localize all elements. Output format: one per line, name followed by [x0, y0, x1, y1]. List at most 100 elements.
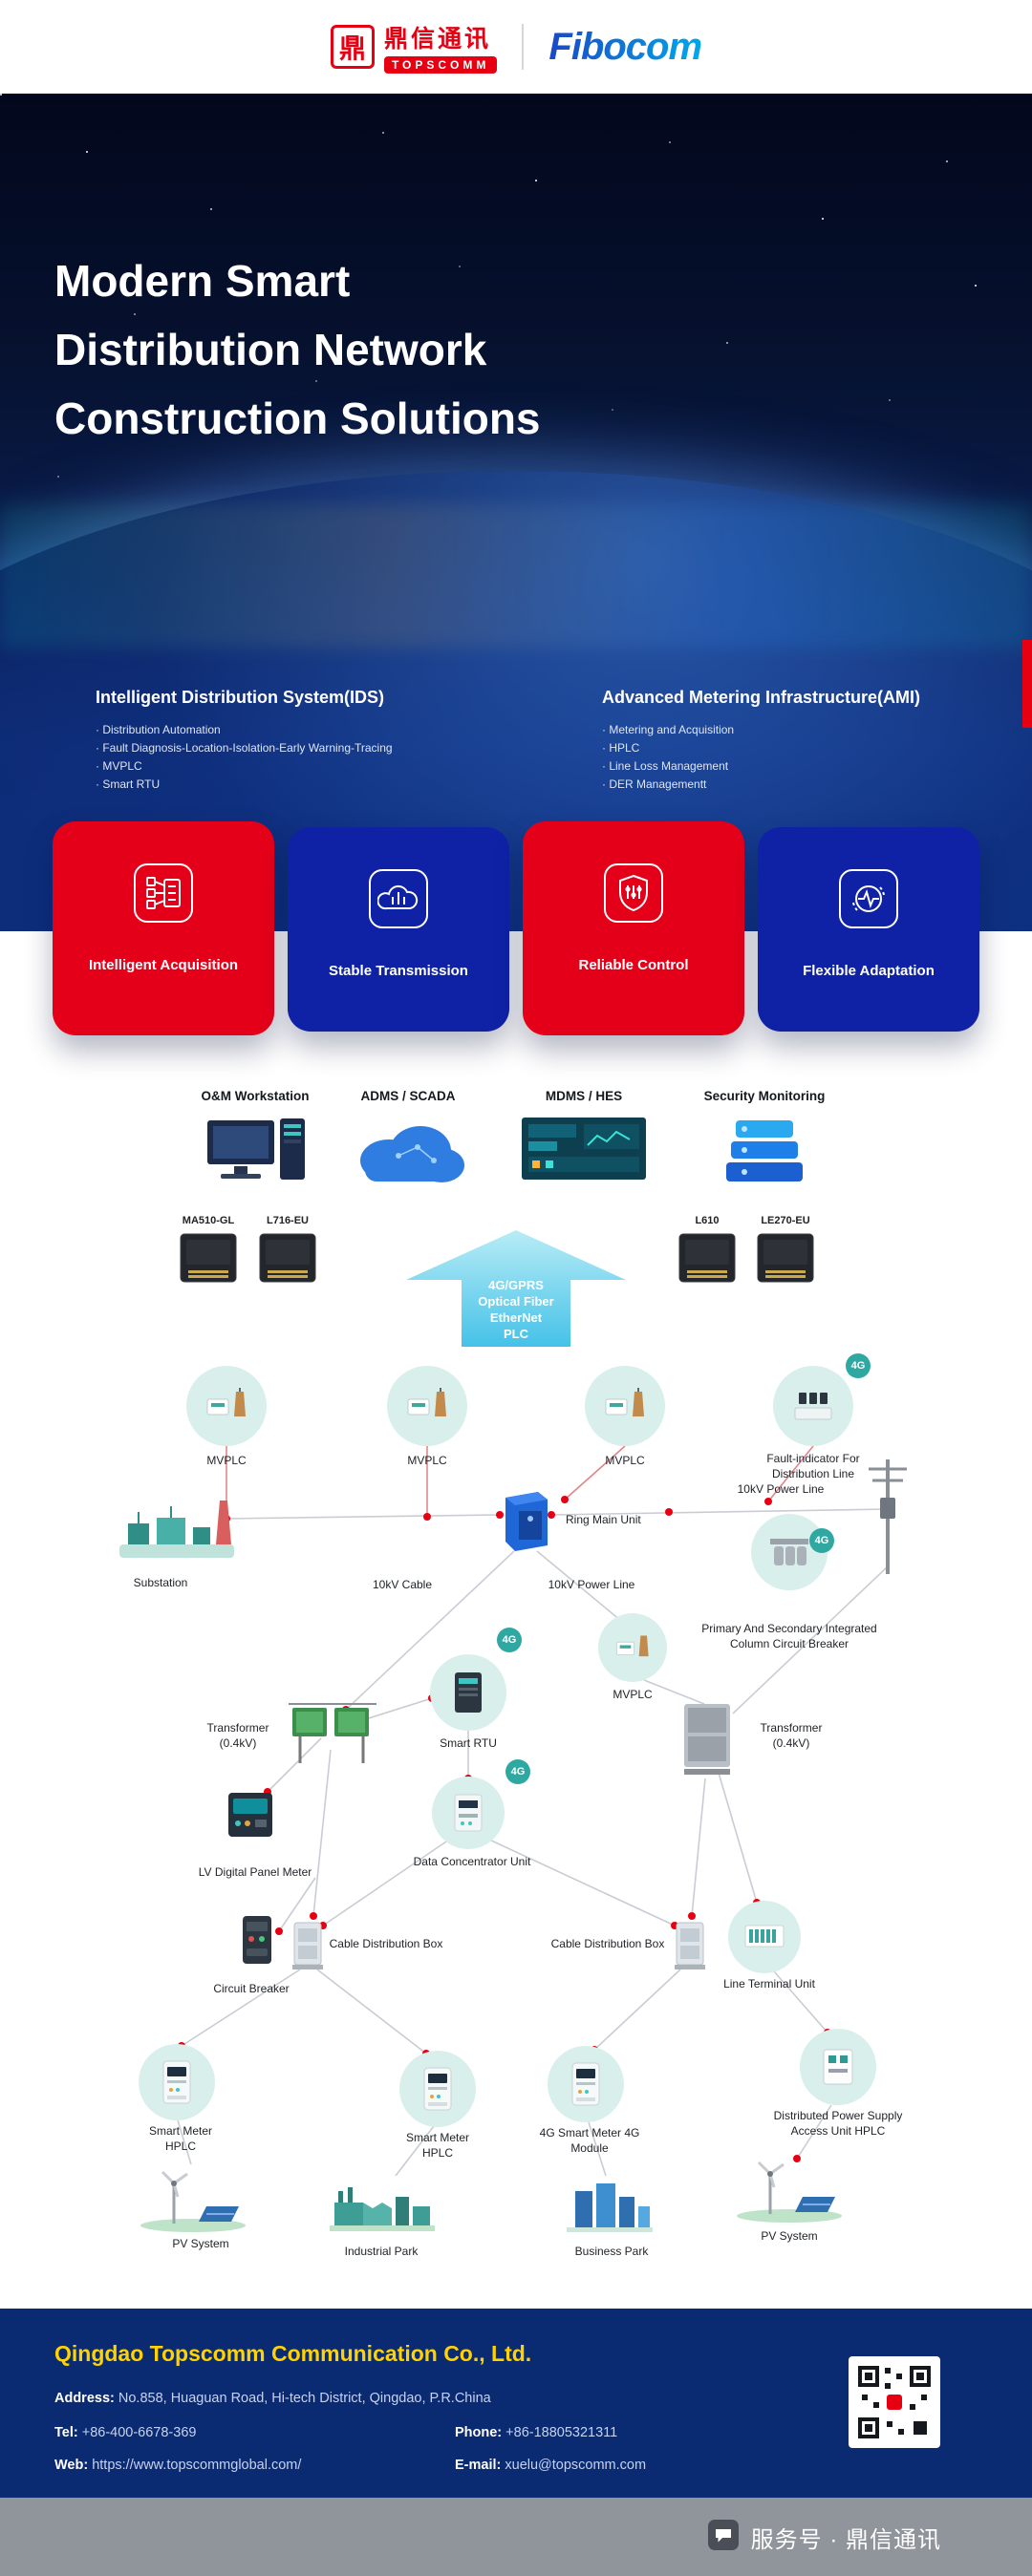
module-le270-eu: LE270-EU [756, 1215, 815, 1290]
control-icon [604, 863, 663, 923]
uplink-line-4: PLC [504, 1327, 529, 1341]
pv-system-label: PV System [761, 2229, 818, 2243]
ami-item: · Metering and Acquisition [602, 723, 735, 736]
topscomm-logo: 鼎 鼎信通讯 TOPSCOMM [330, 20, 498, 74]
chip-icon [258, 1230, 317, 1290]
starfield [0, 94, 2, 96]
mvplc-device-icon [585, 1366, 665, 1446]
web-label: Web: [54, 2458, 89, 2473]
cable-distribution-box-icon [671, 1919, 709, 1977]
transformer-label: Transformer (0.4kV) [760, 1721, 823, 1750]
ring-main-unit-label: Ring Main Unit [566, 1513, 641, 1526]
4g-badge: 4G [809, 1528, 834, 1553]
wechat-official-icon [707, 2519, 740, 2556]
transformer-left-icon [287, 1698, 378, 1774]
junction-dots [178, 1496, 892, 2162]
distributed-power-unit-icon [800, 2029, 876, 2105]
title-line-3: Construction Solutions [54, 394, 541, 443]
email-label: E-mail: [455, 2458, 502, 2473]
page-title: Modern Smart Distribution Network Constr… [54, 246, 541, 453]
distributed-power-unit-label: Distributed Power Supply Access Unit HPL… [773, 2109, 903, 2138]
transformer-right-icon [677, 1698, 738, 1783]
lv-panel-meter-label: LV Digital Panel Meter [198, 1865, 312, 1879]
tel-value: +86-400-6678-369 [81, 2425, 197, 2440]
module-name: LE270-EU [761, 1215, 810, 1226]
ids-feature-column: Intelligent Distribution System(IDS) · D… [96, 688, 554, 794]
system-label: MDMS / HES [545, 1089, 623, 1103]
mvplc-device-icon [387, 1366, 467, 1446]
uplink-line-3: EtherNet [490, 1310, 543, 1325]
line-terminal-unit-label: Line Terminal Unit [723, 1977, 815, 1991]
phone-label: Phone: [455, 2425, 503, 2440]
mvplc-device-icon [598, 1613, 667, 1682]
card-stable-transmission: Stable Transmission [288, 827, 509, 1032]
cable-distribution-box-icon [289, 1919, 327, 1977]
smart-rtu-icon [430, 1654, 506, 1731]
4g-badge: 4G [505, 1759, 530, 1784]
phone-row: Phone: +86-18805321311 [455, 2425, 617, 2440]
smart-meter-icon [399, 2051, 476, 2127]
4g-smart-meter-icon [548, 2046, 624, 2122]
topscomm-en-wordmark: TOPSCOMM [383, 56, 498, 74]
ring-main-unit-icon [498, 1486, 553, 1558]
email-row: E-mail: xuelu@topscomm.com [455, 2458, 646, 2473]
module-l610: L610 [677, 1215, 737, 1290]
phone-value: +86-18805321311 [505, 2425, 618, 2440]
utility-pole-icon [867, 1456, 909, 1583]
adaptation-icon [839, 869, 898, 928]
qr-code [849, 2356, 940, 2448]
business-park-icon [562, 2178, 657, 2240]
address-value: No.858, Huaguan Road, Hi-tech District, … [118, 2391, 491, 2406]
system-label: Security Monitoring [703, 1089, 826, 1103]
title-line-1: Modern Smart [54, 256, 351, 306]
ami-item: · HPLC [602, 741, 640, 755]
header: 鼎 鼎信通讯 TOPSCOMM Fibocom [0, 0, 1032, 94]
transformer-label: Transformer (0.4kV) [206, 1721, 269, 1750]
mvplc-device-icon [186, 1366, 267, 1446]
mvplc-label: MVPLC [605, 1454, 645, 1467]
ids-title: Intelligent Distribution System(IDS) [96, 688, 385, 707]
web-value: https://www.topscommglobal.com/ [92, 2458, 302, 2473]
circuit-breaker-label: Circuit Breaker [213, 1982, 290, 1995]
acquisition-icon [134, 863, 193, 923]
feature-cards: Intelligent Acquisition Stable Transmiss… [0, 821, 1032, 1036]
hero-section: Modern Smart Distribution Network Constr… [0, 94, 1032, 931]
mvplc-label: MVPLC [407, 1454, 447, 1467]
card-intelligent-acquisition: Intelligent Acquisition [53, 821, 274, 1035]
industrial-park-icon [325, 2178, 440, 2240]
module-ma510-gl: MA510-GL [179, 1215, 238, 1290]
footer: Qingdao Topscomm Communication Co., Ltd.… [0, 2309, 1032, 2498]
smart-rtu-label: Smart RTU [440, 1736, 497, 1750]
tel-label: Tel: [54, 2425, 78, 2440]
uplink-line-1: 4G/GPRS [488, 1278, 544, 1292]
cable-distribution-box-label: Cable Distribution Box [329, 1937, 443, 1950]
card-label: Reliable Control [578, 957, 689, 973]
ami-item: · Line Loss Management [602, 759, 729, 773]
ids-item: · Fault Diagnosis-Location-Isolation-Ear… [96, 741, 393, 755]
company-name: Qingdao Topscomm Communication Co., Ltd. [54, 2341, 532, 2366]
fault-indicator-label: Fault-indicator For Distribution Line [766, 1452, 860, 1480]
smart-meter-label: Smart Meter HPLC [148, 2124, 212, 2153]
address-row: Address: No.858, Huaguan Road, Hi-tech D… [54, 2391, 491, 2406]
system-label: ADMS / SCADA [360, 1089, 456, 1103]
4g-smart-meter-label: 4G Smart Meter 4G Module [539, 2126, 640, 2155]
pv-system-icon [136, 2166, 250, 2238]
transmission-icon [369, 869, 428, 928]
system-mdms-hes: MDMS / HES [493, 1089, 675, 1189]
module-name: L716-EU [266, 1215, 310, 1226]
uplink-line-2: Optical Fiber [478, 1294, 553, 1309]
system-om-workstation: O&M Workstation [164, 1089, 346, 1199]
pv-system-label: PV System [172, 2237, 229, 2250]
data-concentrator-label: Data Concentrator Unit [413, 1855, 531, 1868]
address-label: Address: [54, 2391, 115, 2406]
10kv-power-line-label: 10kV Power Line [737, 1482, 825, 1496]
pv-system-icon [732, 2157, 847, 2228]
smart-meter-icon [139, 2044, 215, 2120]
circuit-breaker-icon [235, 1912, 279, 1972]
workstation-icon [198, 1113, 312, 1199]
topscomm-cn-wordmark: 鼎信通讯 [383, 26, 491, 53]
card-label: Intelligent Acquisition [88, 957, 239, 973]
module-name: MA510-GL [182, 1215, 235, 1226]
dashboard-icon [517, 1113, 651, 1189]
